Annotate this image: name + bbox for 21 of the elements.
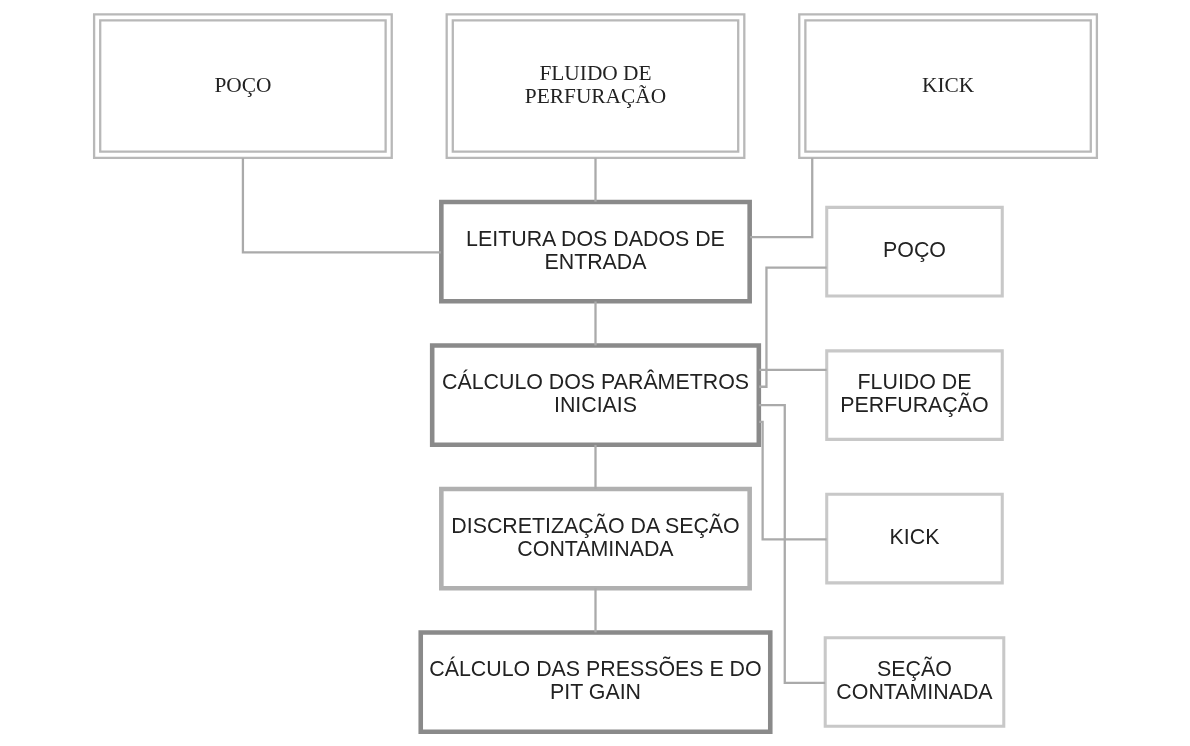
connector [758, 368, 827, 372]
connector [749, 158, 813, 239]
node-box: LEITURA DOS DADOS DE ENTRADA [438, 199, 752, 304]
node-box: KICK [824, 492, 1004, 585]
node-box: FLUIDO DE PERFURAÇÃO [824, 349, 1004, 441]
node-box: POÇO [92, 13, 393, 159]
node-box: FLUIDO DE PERFURAÇÃO [445, 13, 745, 159]
connector [758, 420, 827, 541]
connector [758, 403, 825, 684]
connector [758, 266, 827, 388]
node-box: KICK [797, 13, 1098, 159]
connector [241, 158, 441, 254]
connector [593, 444, 597, 489]
node-box: SEÇÃO CONTAMINADA [823, 636, 1005, 728]
node-box: CÁLCULO DOS PARÂMETROS INICIAIS [429, 343, 761, 448]
connector [593, 301, 597, 346]
connector [593, 158, 597, 202]
node-box: CÁLCULO DAS PRESSÕES E DO PIT GAIN [417, 630, 773, 734]
connector [593, 588, 597, 633]
node-box: POÇO [824, 205, 1004, 298]
node-box: DISCRETIZAÇÃO DA SEÇÃO CONTAMINADA [438, 486, 752, 591]
